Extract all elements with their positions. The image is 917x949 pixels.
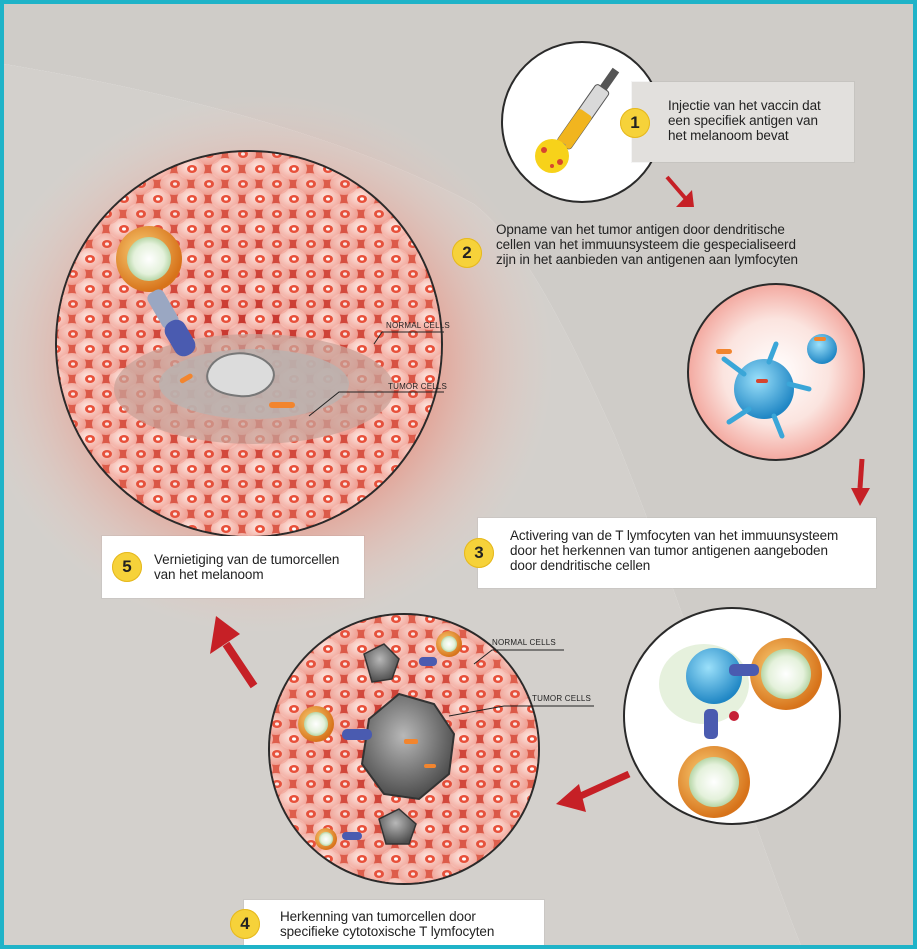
step-1-number: 1 <box>630 113 639 133</box>
step-4-text: Herkenning van tumorcellen door specifie… <box>280 909 494 939</box>
step-1-line-3: het melanoom bevat <box>668 128 821 143</box>
step-2-panel: 2 Opname van het tumor antigen door dend… <box>466 216 838 278</box>
step-4-number: 4 <box>240 914 249 934</box>
step-4-line-1: Herkenning van tumorcellen door <box>280 909 494 924</box>
step-3-text: Activering van de T lymfocyten van het i… <box>510 528 838 573</box>
step-1-panel: 1 Injectie van het vaccin dat een specif… <box>632 82 854 162</box>
step-3-badge: 3 <box>464 538 494 568</box>
step-3-line-2: door het herkennen van tumor antigenen a… <box>510 543 838 558</box>
step-2-badge: 2 <box>452 238 482 268</box>
step-5-text: Vernietiging van de tumorcellen van het … <box>154 552 339 582</box>
tumor-cells-label-small: TUMOR CELLS <box>532 694 591 703</box>
step-1-text: Injectie van het vaccin dat een specifie… <box>668 98 821 143</box>
step-4-panel: 4 Herkenning van tumorcellen door specif… <box>244 900 544 948</box>
step-3-line-1: Activering van de T lymfocyten van het i… <box>510 528 838 543</box>
step-5-panel: 5 Vernietiging van de tumorcellen van he… <box>102 536 364 598</box>
normal-cells-label-large: NORMAL CELLS <box>386 321 450 330</box>
step-5-line-2: van het melanoom <box>154 567 339 582</box>
step-3-line-3: door dendritische cellen <box>510 558 838 573</box>
step-5-badge: 5 <box>112 552 142 582</box>
step-3-panel: 3 Activering van de T lymfocyten van het… <box>478 518 876 588</box>
step-2-line-3: zijn in het aanbieden van antigenen aan … <box>496 252 798 267</box>
step-2-line-2: cellen van het immuunsysteem die gespeci… <box>496 237 798 252</box>
step-2-number: 2 <box>462 243 471 263</box>
tumor-cells-label-large: TUMOR CELLS <box>388 382 447 391</box>
step-5-number: 5 <box>122 557 131 577</box>
normal-cells-label-small: NORMAL CELLS <box>492 638 556 647</box>
dendritic-cell-circle <box>688 284 864 460</box>
step-1-badge: 1 <box>620 108 650 138</box>
step-4-badge: 4 <box>230 909 260 939</box>
step-3-number: 3 <box>474 543 483 563</box>
step-2-line-1: Opname van het tumor antigen door dendri… <box>496 222 798 237</box>
step-4-line-2: specifieke cytotoxische T lymfocyten <box>280 924 494 939</box>
step-5-line-1: Vernietiging van de tumorcellen <box>154 552 339 567</box>
step-1-line-1: Injectie van het vaccin dat <box>668 98 821 113</box>
activation-circle <box>624 608 840 824</box>
step-2-text: Opname van het tumor antigen door dendri… <box>496 222 798 267</box>
step-1-line-2: een specifiek antigen van <box>668 113 821 128</box>
